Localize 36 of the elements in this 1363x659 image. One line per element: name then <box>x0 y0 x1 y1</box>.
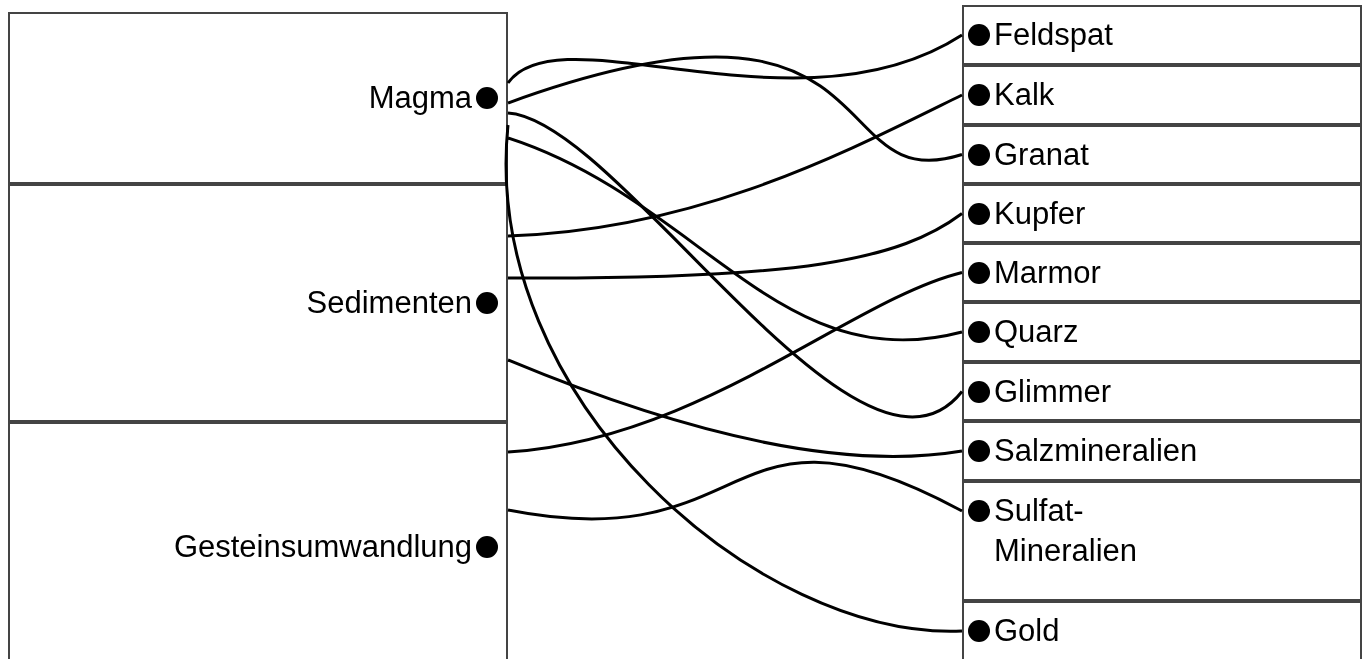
category-label: Gesteinsumwandlung <box>173 528 472 566</box>
mineral-box <box>962 421 1362 481</box>
mineral-box <box>962 243 1362 302</box>
mineral-label: Gold <box>994 612 1061 650</box>
mineral-label: Glimmer <box>994 373 1113 411</box>
connecting-line <box>507 111 963 418</box>
connecting-line <box>505 125 963 633</box>
connecting-line <box>507 136 963 341</box>
mineral-box <box>962 302 1362 362</box>
connecting-line <box>507 358 963 458</box>
mineral-box <box>962 362 1362 421</box>
mineral-label: Feldspat <box>994 16 1114 54</box>
mineral-label: Quarz <box>994 313 1080 351</box>
connecting-line <box>507 93 963 238</box>
mineral-box <box>962 184 1362 243</box>
mineral-box <box>962 601 1362 659</box>
connecting-line <box>507 461 963 520</box>
category-label: Sedimenten <box>306 284 472 322</box>
category-box <box>8 422 508 659</box>
mineral-label: Granat <box>994 136 1090 174</box>
mineral-label: Sulfat- Mineralien <box>994 492 1138 570</box>
connecting-line <box>508 212 963 280</box>
mineral-label: Kalk <box>994 76 1056 114</box>
mineral-box <box>962 5 1362 65</box>
connecting-line <box>507 33 963 85</box>
mineral-label: Marmor <box>994 254 1102 292</box>
mineral-label: Salzmineralien <box>994 432 1199 470</box>
mineral-box <box>962 65 1362 125</box>
connecting-line <box>507 55 963 162</box>
connecting-line <box>507 271 963 454</box>
category-box <box>8 12 508 184</box>
mineral-box <box>962 481 1362 601</box>
category-box <box>8 184 508 422</box>
mineral-label: Kupfer <box>994 195 1087 233</box>
mineral-box <box>962 125 1362 184</box>
category-label: Magma <box>368 79 472 117</box>
